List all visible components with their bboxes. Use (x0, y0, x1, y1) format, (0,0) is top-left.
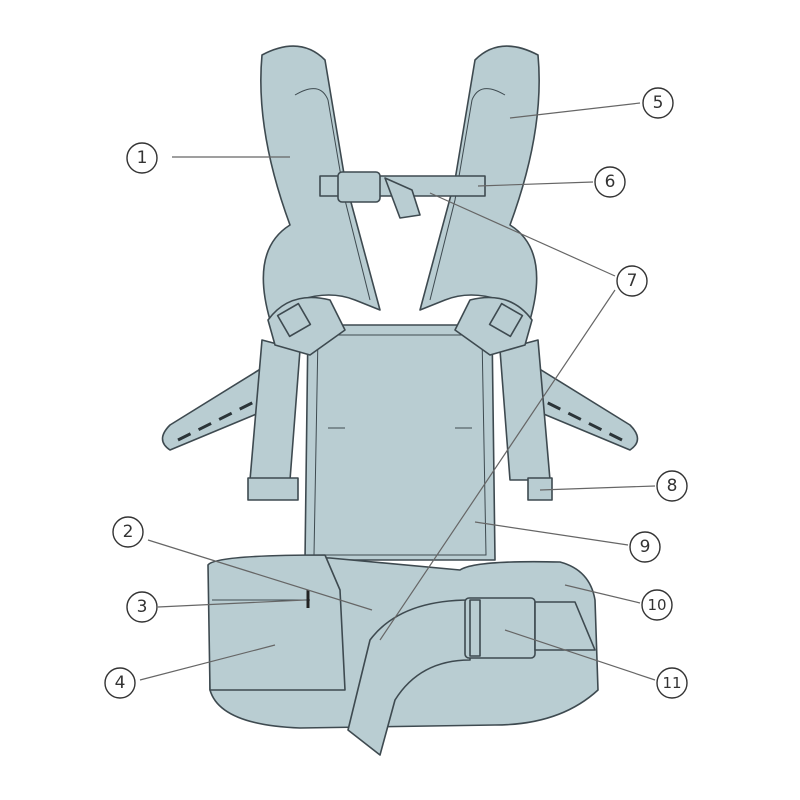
callout-11: 11 (656, 667, 688, 699)
svg-text:8: 8 (667, 476, 678, 496)
callout-3: 3 (126, 591, 158, 623)
callout-9: 9 (629, 531, 661, 563)
svg-text:6: 6 (605, 172, 616, 192)
callout-10: 10 (641, 589, 673, 621)
svg-text:11: 11 (662, 674, 681, 692)
callout-1: 1 (126, 142, 158, 174)
svg-text:4: 4 (115, 673, 126, 693)
waist-pocket (207, 554, 346, 691)
svg-text:1: 1 (137, 148, 148, 168)
right-side-stitching (537, 396, 623, 442)
callout-6: 6 (594, 166, 626, 198)
leader-lines (139, 102, 656, 681)
callout-2: 2 (112, 516, 144, 548)
callout-7: 7 (616, 265, 648, 297)
body-panel (304, 324, 496, 561)
callout-8: 8 (656, 470, 688, 502)
callout-4: 4 (104, 667, 136, 699)
left-strap-end (247, 477, 299, 501)
svg-text:3: 3 (137, 597, 148, 617)
callout-5: 5 (642, 87, 674, 119)
svg-text:9: 9 (640, 537, 651, 557)
chest-buckle (337, 171, 381, 203)
left-side-stitching (177, 396, 263, 442)
svg-text:10: 10 (647, 596, 666, 614)
svg-text:2: 2 (123, 522, 134, 542)
chest-strap-tail (384, 177, 421, 219)
svg-text:7: 7 (627, 271, 638, 291)
panel-seam (313, 334, 487, 556)
svg-text:5: 5 (653, 93, 664, 113)
